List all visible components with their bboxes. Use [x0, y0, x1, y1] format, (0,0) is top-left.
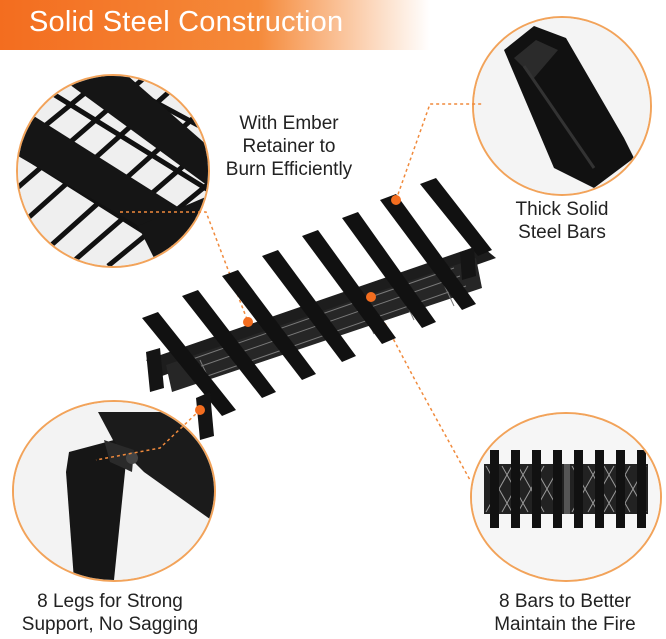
- ember-caption-line1: With Ember: [239, 113, 339, 134]
- fire-caption-line1: 8 Bars to Better: [498, 591, 631, 612]
- ember-caption-line2: Retainer to: [242, 136, 336, 157]
- ember-callout-line: [120, 211, 249, 323]
- legs-caption-line1: 8 Legs for Strong: [37, 591, 183, 612]
- bars-caption-line2: Steel Bars: [518, 222, 606, 243]
- leg-detail-image: [12, 400, 216, 582]
- ember-retainer-caption: With Ember Retainer to Burn Efficiently: [208, 112, 370, 181]
- fire-caption-line2: Maintain the Fire: [494, 614, 636, 635]
- fire-bars-caption: 8 Bars to Better Maintain the Fire: [470, 590, 660, 636]
- legs-callout-line: [95, 409, 201, 461]
- leg-illustration: [14, 402, 214, 580]
- grate-top-view-illustration: [472, 414, 660, 580]
- title-banner: Solid Steel Construction: [0, 0, 430, 50]
- ember-caption-line3: Burn Efficiently: [225, 159, 353, 180]
- legs-callout-dot: [195, 405, 205, 415]
- steel-bar-illustration: [474, 18, 650, 194]
- steel-bar-detail-image: [472, 16, 652, 196]
- legs-caption-line2: Support, No Sagging: [21, 614, 199, 635]
- bars-callout-dot: [391, 195, 401, 205]
- bars-caption-line1: Thick Solid: [515, 199, 609, 220]
- legs-caption: 8 Legs for Strong Support, No Sagging: [0, 590, 220, 636]
- steel-bars-caption: Thick Solid Steel Bars: [506, 198, 618, 244]
- top-view-detail-image: [470, 412, 662, 582]
- banner-title: Solid Steel Construction: [29, 6, 344, 38]
- ember-callout-dot: [243, 317, 253, 327]
- fire-callout-dot: [366, 292, 376, 302]
